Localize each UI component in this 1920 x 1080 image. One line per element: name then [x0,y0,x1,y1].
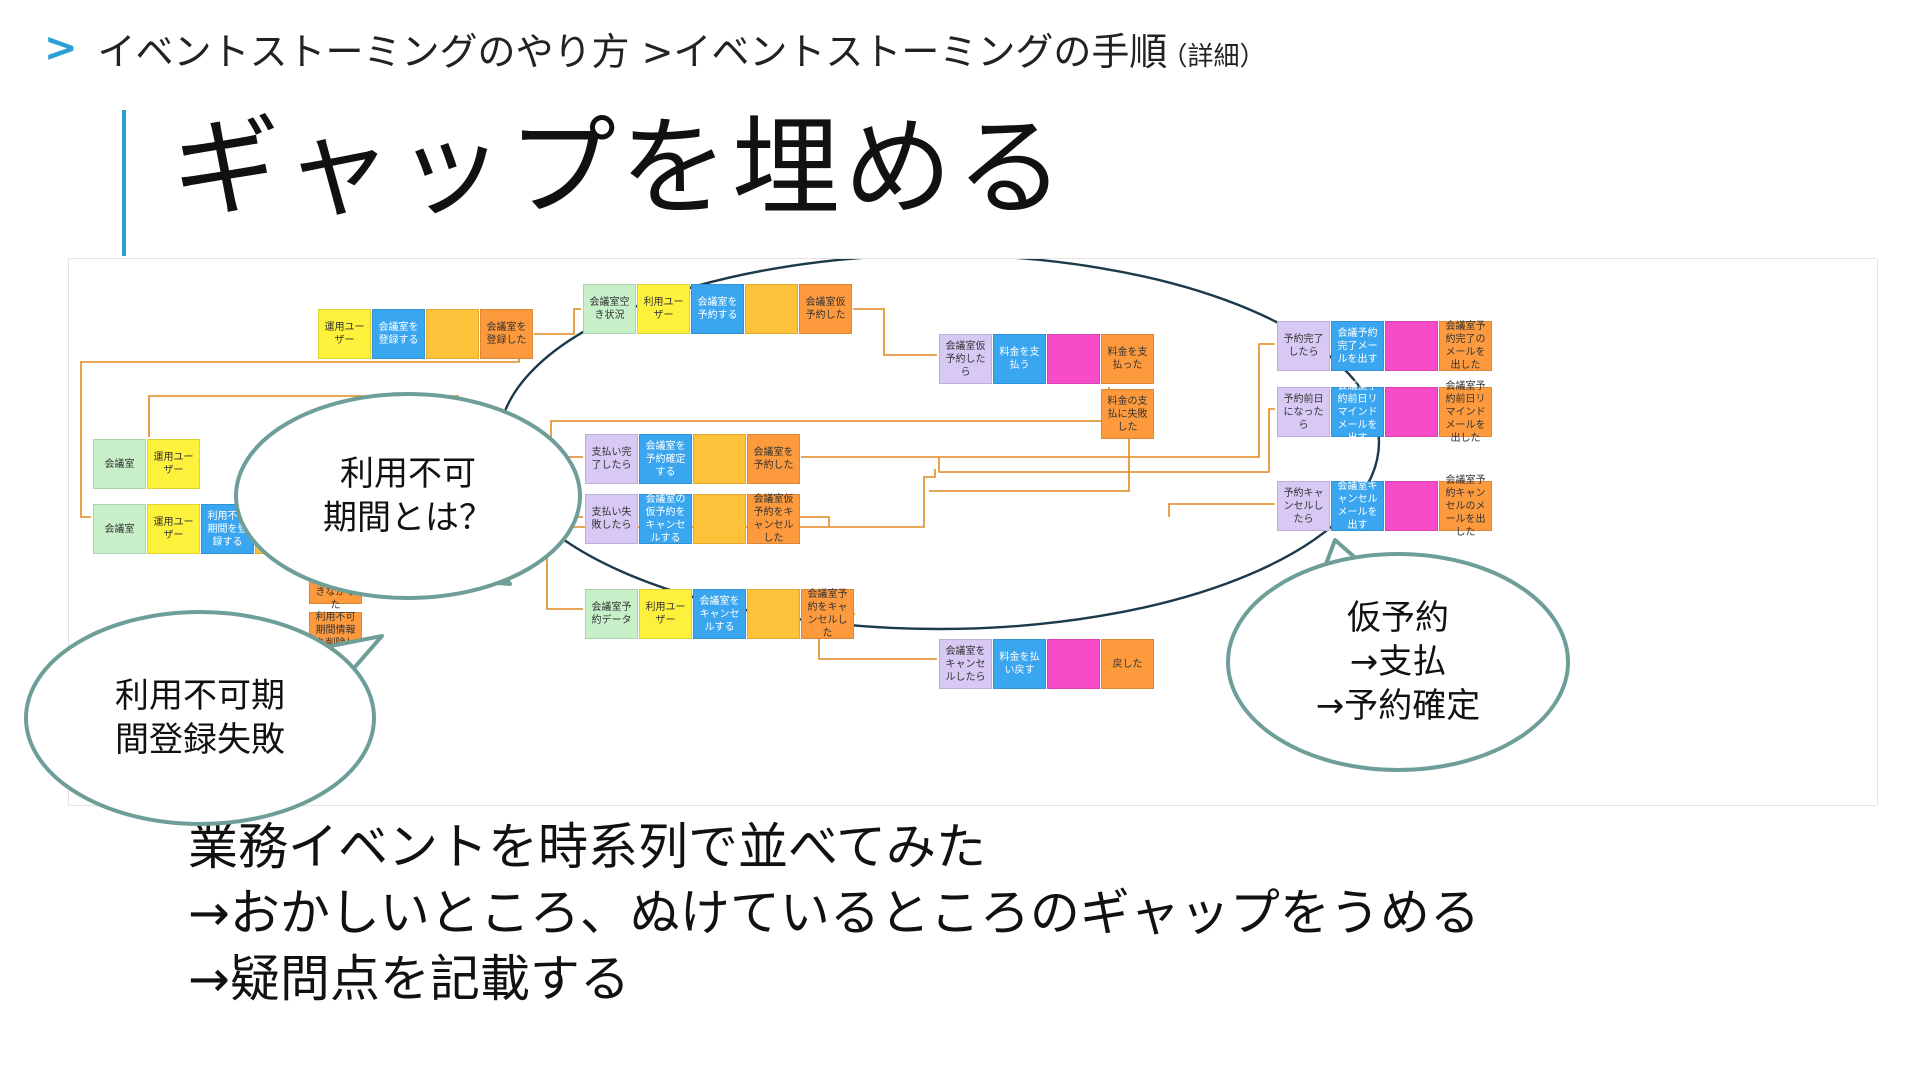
connector-line [80,359,520,518]
sticky-note: 運用ユーザー [318,309,371,359]
sticky-note: 予約前日になったら [1277,387,1330,437]
sticky-note [1385,321,1438,371]
sticky-note [693,434,746,484]
connector-line [929,439,1130,492]
sticky-note [747,589,800,639]
speech-bubble [24,610,376,826]
speech-bubble-line: 仮予約 [1347,597,1449,638]
sticky-note [1385,387,1438,437]
speech-bubble-line: →支払 [1349,641,1447,682]
breadcrumb-suffix: （詳細） [1161,41,1266,72]
body-text: 業務イベントを時系列で並べてみた →おかしいところ、ぬけているところのギャップを… [188,814,1480,1012]
speech-bubble-line: 期間とは？ [323,498,493,538]
sticky-note: 会議室 [93,504,146,554]
sticky-note: 支払い失敗したら [585,494,638,544]
sticky-note: 会議室 [93,439,146,489]
connector-line [799,516,830,527]
sticky-note: 支払い完了したら [585,434,638,484]
sticky-note: 料金を支払う [993,334,1046,384]
speech-bubble-text: 利用不可期間登録失敗 [36,620,364,816]
sticky-note: 料金を支払った [1101,334,1154,384]
body-line: →疑問点を記載する [188,950,630,1008]
sticky-note: 会議室を予約確定する [639,434,692,484]
sticky-note: 会議室をキャンセルする [693,589,746,639]
connector-line [534,308,581,335]
sticky-note: 会議室をキャンセルしたら [939,639,992,689]
sticky-note [745,284,798,334]
sticky-note: 予約完了したら [1277,321,1330,371]
sticky-note [1047,639,1100,689]
sticky-note [1047,334,1100,384]
speech-bubble-line: 利用不可期 [115,675,285,716]
speech-bubble-line: 間登録失敗 [115,720,285,760]
sticky-note [426,309,479,359]
sticky-note: 戻した [1101,639,1154,689]
speech-bubble [1226,552,1570,772]
sticky-note: 会議予約完了メールを出す [1331,321,1384,371]
connector-line [853,308,937,356]
speech-bubble [234,392,582,600]
page-title: ギャップを埋める [172,106,1069,231]
sticky-note [693,494,746,544]
sticky-note: 会議室空き状況 [583,284,636,334]
speech-bubble-line: →予約確定 [1315,686,1481,727]
connector-line [148,395,459,437]
sticky-note [1385,481,1438,531]
sticky-note: 会議室キャンセルメールを出す [1331,481,1384,531]
sticky-note: 運用ユーザー [147,504,200,554]
connector-line [546,469,936,610]
speech-bubble-line: 利用不可 [340,453,476,494]
speech-bubble-text: 仮予約→支払→予約確定 [1238,562,1558,762]
sticky-note: 運用ユーザー [147,439,200,489]
connector-line [801,343,1275,458]
sticky-note: 会議室仮予約をキャンセルした [747,494,800,544]
sticky-note: 料金を払い戻す [993,639,1046,689]
chevron-right-icon: > [44,25,78,71]
sticky-note: 会議室の仮予約をキャンセルする [639,494,692,544]
breadcrumb-path: イベントストーミングのやり方 >イベントストーミングの手順 [97,29,1168,74]
sticky-note: 会議室仮予約したら [939,334,992,384]
sticky-note: 会議室を予約する [691,284,744,334]
breadcrumb: > イベントストーミングのやり方 >イベントストーミングの手順（詳細） [44,25,1266,74]
body-line: 業務イベントを時系列で並べてみた [188,818,986,876]
title-accent-bar [122,110,126,256]
sticky-note: 会議室を登録した [480,309,533,359]
sticky-note: 会議室予約をキャンセルした [801,589,854,639]
sticky-note: 会議室仮予約した [799,284,852,334]
connector-line [938,408,1275,473]
speech-bubble-text: 利用不可期間とは？ [246,402,570,590]
sticky-note: 会議室を登録する [372,309,425,359]
body-line: →おかしいところ、ぬけているところのギャップをうめる [188,884,1480,942]
sticky-note: 会議室を予約した [747,434,800,484]
sticky-note: 予約キャンセルしたら [1277,481,1330,531]
sticky-note: 会議室予約完了のメールを出した [1439,321,1492,371]
connector-line [1168,503,1275,517]
sticky-note: 料金の支払に失敗した [1101,389,1154,439]
sticky-note: 利用ユーザー [639,589,692,639]
sticky-note: 会議室予約データ [585,589,638,639]
sticky-note: 利用ユーザー [637,284,690,334]
